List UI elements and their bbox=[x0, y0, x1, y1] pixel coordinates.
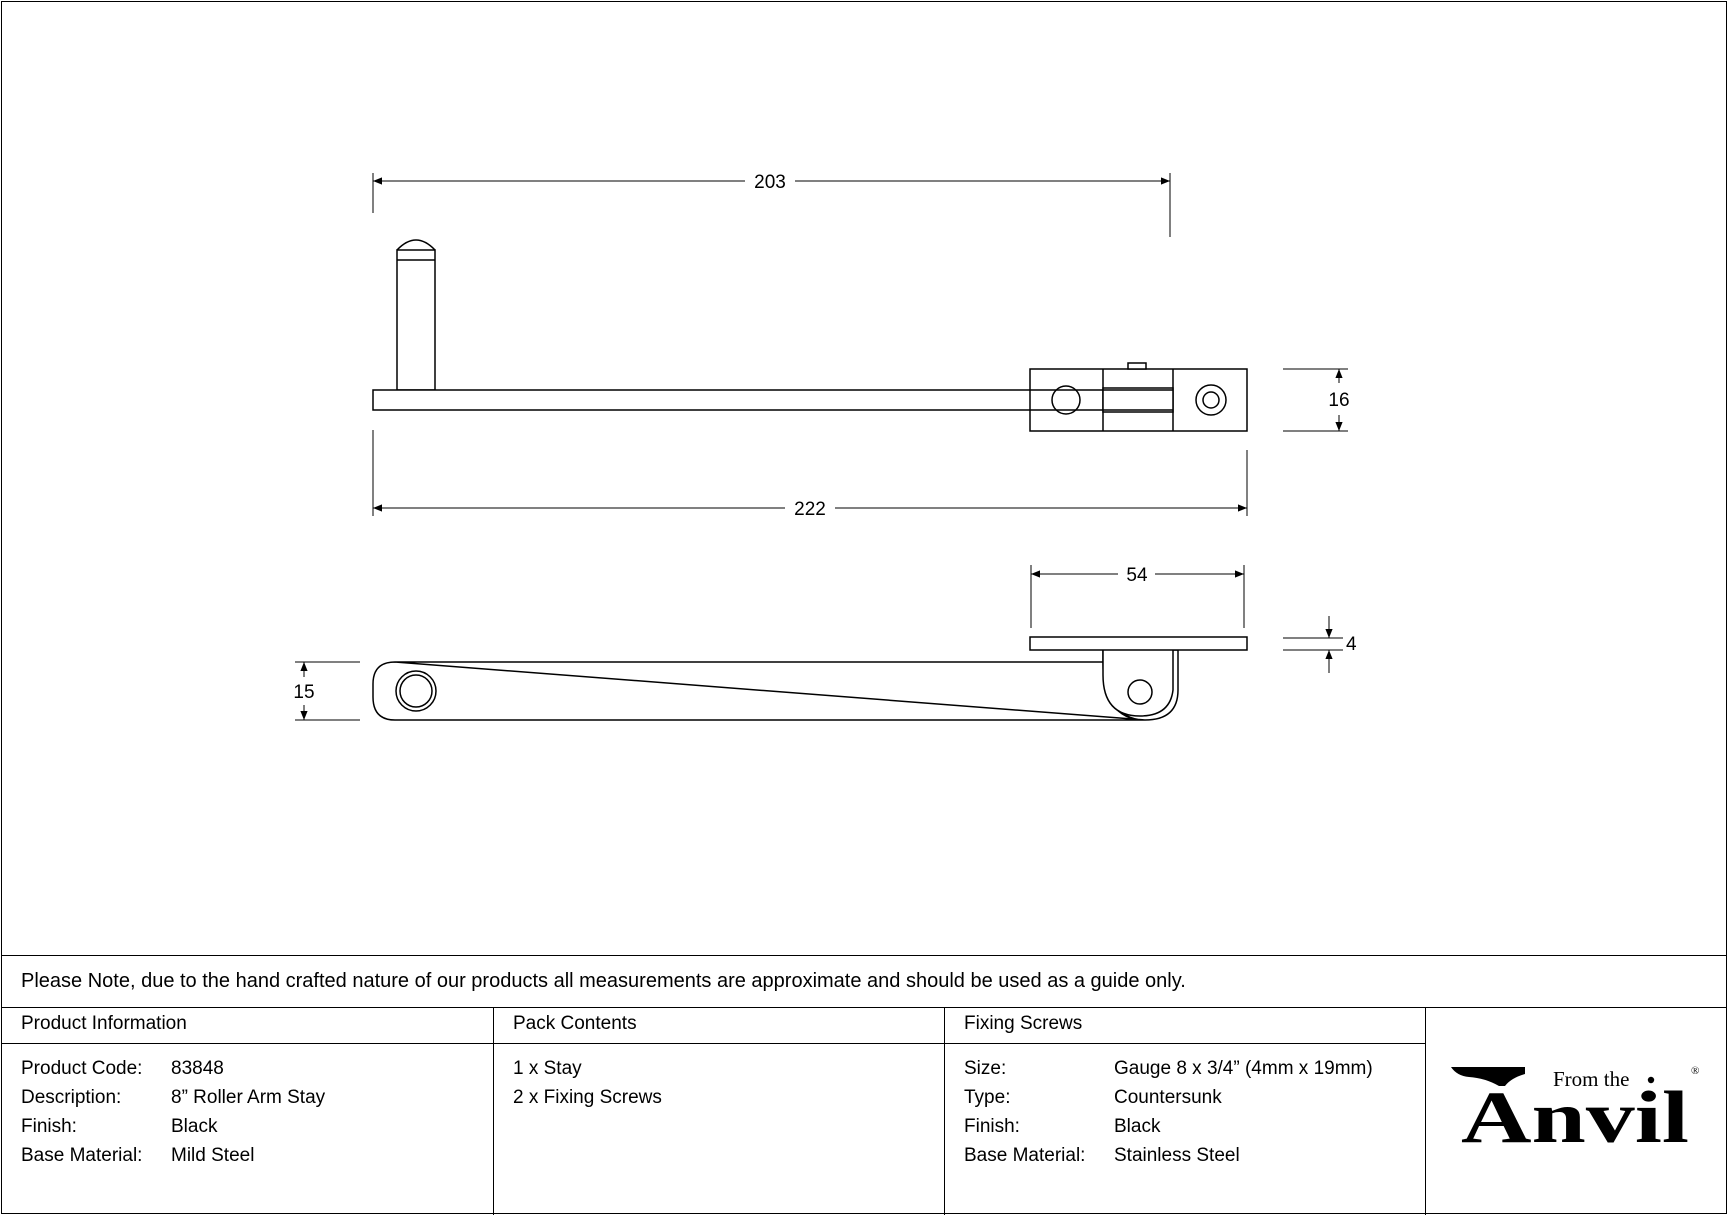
column-divider-1 bbox=[493, 1007, 494, 1215]
fixing-screws-value: Black bbox=[1114, 1116, 1161, 1137]
logo-anvil-word: Anvil bbox=[1461, 1077, 1689, 1152]
logo-from-the: From the bbox=[1553, 1067, 1629, 1091]
dimension-54 bbox=[1030, 565, 1245, 628]
fixing-hole-outer bbox=[1195, 384, 1227, 416]
fixing-screws-value: Countersunk bbox=[1114, 1087, 1222, 1108]
product-info-label: Finish: bbox=[21, 1116, 77, 1137]
top-view bbox=[372, 239, 1248, 432]
dimension-4 bbox=[1283, 616, 1343, 673]
product-info-label: Product Code: bbox=[21, 1058, 143, 1079]
roller-hole bbox=[1051, 385, 1081, 415]
pack-contents-item: 2 x Fixing Screws bbox=[513, 1087, 662, 1108]
dim-222-label: 222 bbox=[794, 499, 826, 520]
fixing-screws-value: Gauge 8 x 3/4” (4mm x 19mm) bbox=[1114, 1058, 1373, 1079]
side-arm bbox=[372, 649, 1179, 721]
side-pivot-hole bbox=[1127, 679, 1153, 705]
pin-body bbox=[396, 249, 436, 391]
pack-contents-item: 1 x Stay bbox=[513, 1058, 582, 1079]
fixing-hole-inner bbox=[1202, 391, 1220, 409]
note-divider bbox=[2, 1007, 1726, 1008]
side-roller-inner bbox=[399, 674, 433, 708]
dimension-203 bbox=[372, 173, 1171, 237]
header-divider bbox=[2, 1043, 1425, 1044]
side-bracket-tab bbox=[1102, 650, 1174, 717]
column-divider-2 bbox=[944, 1007, 945, 1215]
fixing-screws-label: Finish: bbox=[964, 1116, 1020, 1137]
anvil-icon bbox=[1451, 1067, 1525, 1086]
dim-4-label: 4 bbox=[1346, 634, 1357, 655]
fixing-screws-label: Size: bbox=[964, 1058, 1007, 1079]
screw-head-top bbox=[1127, 362, 1147, 370]
fixing-screws-label: Base Material: bbox=[964, 1145, 1086, 1166]
product-info-label: Description: bbox=[21, 1087, 122, 1108]
side-plate bbox=[1029, 636, 1248, 651]
dim-203-label: 203 bbox=[754, 172, 786, 193]
product-info-value: Mild Steel bbox=[171, 1145, 255, 1166]
dim-16-label: 16 bbox=[1328, 390, 1349, 411]
column-divider-3 bbox=[1425, 1007, 1426, 1215]
fixing-screws-label: Type: bbox=[964, 1087, 1011, 1108]
from-the-anvil-logo: From the ® Anvil bbox=[1451, 1065, 1699, 1152]
product-info-value: 83848 bbox=[171, 1058, 224, 1079]
dim-15-label: 15 bbox=[293, 682, 314, 703]
pack-contents-title: Pack Contents bbox=[513, 1013, 637, 1034]
logo-registered: ® bbox=[1691, 1065, 1699, 1077]
product-info-value: 8” Roller Arm Stay bbox=[171, 1087, 326, 1108]
fixing-screws-value: Stainless Steel bbox=[1114, 1145, 1240, 1166]
side-roller-outer bbox=[395, 670, 437, 712]
dimension-15 bbox=[295, 661, 360, 721]
fixing-screws-title: Fixing Screws bbox=[964, 1013, 1083, 1034]
dimension-16 bbox=[1283, 368, 1348, 432]
pin-dome bbox=[396, 239, 436, 251]
dim-54-label: 54 bbox=[1126, 565, 1148, 586]
product-info-label: Base Material: bbox=[21, 1145, 143, 1166]
product-info-title: Product Information bbox=[21, 1013, 187, 1034]
side-view bbox=[372, 636, 1248, 721]
dimension-222 bbox=[372, 430, 1248, 516]
bracket-slide bbox=[1102, 387, 1174, 413]
table-top-border bbox=[2, 955, 1726, 956]
product-info-value: Black bbox=[171, 1116, 218, 1137]
measurement-note: Please Note, due to the hand crafted nat… bbox=[21, 970, 1186, 992]
